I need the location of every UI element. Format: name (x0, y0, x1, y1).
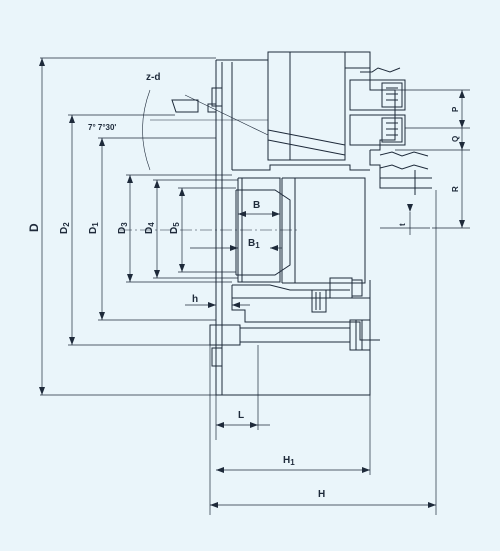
label-P: P (451, 106, 460, 112)
label-z-d: z-d (146, 72, 160, 83)
label-Q: Q (451, 136, 460, 142)
label-L: L (238, 410, 244, 421)
label-D2: D2 (59, 222, 71, 234)
label-H: H (318, 489, 325, 500)
label-D5: D5 (169, 222, 181, 234)
label-D4: D4 (144, 222, 156, 234)
label-D: D (27, 223, 41, 232)
dimension-lines (40, 57, 470, 515)
label-D1: D1 (88, 222, 100, 234)
label-R: R (451, 186, 460, 192)
label-h: h (192, 294, 198, 305)
centre-lines (120, 89, 300, 231)
label-t: t (398, 223, 407, 226)
vertical-labels: D D2 D1 D3 D4 D5 P Q R t (27, 106, 460, 234)
label-B1: B1 (248, 238, 260, 250)
arrowheads (39, 58, 465, 508)
label-B: B (253, 200, 260, 211)
label-D3: D3 (117, 222, 129, 234)
chuck-body (171, 51, 432, 396)
label-H1: H1 (283, 455, 295, 467)
label-angle: 7° 7°30' (88, 123, 116, 132)
